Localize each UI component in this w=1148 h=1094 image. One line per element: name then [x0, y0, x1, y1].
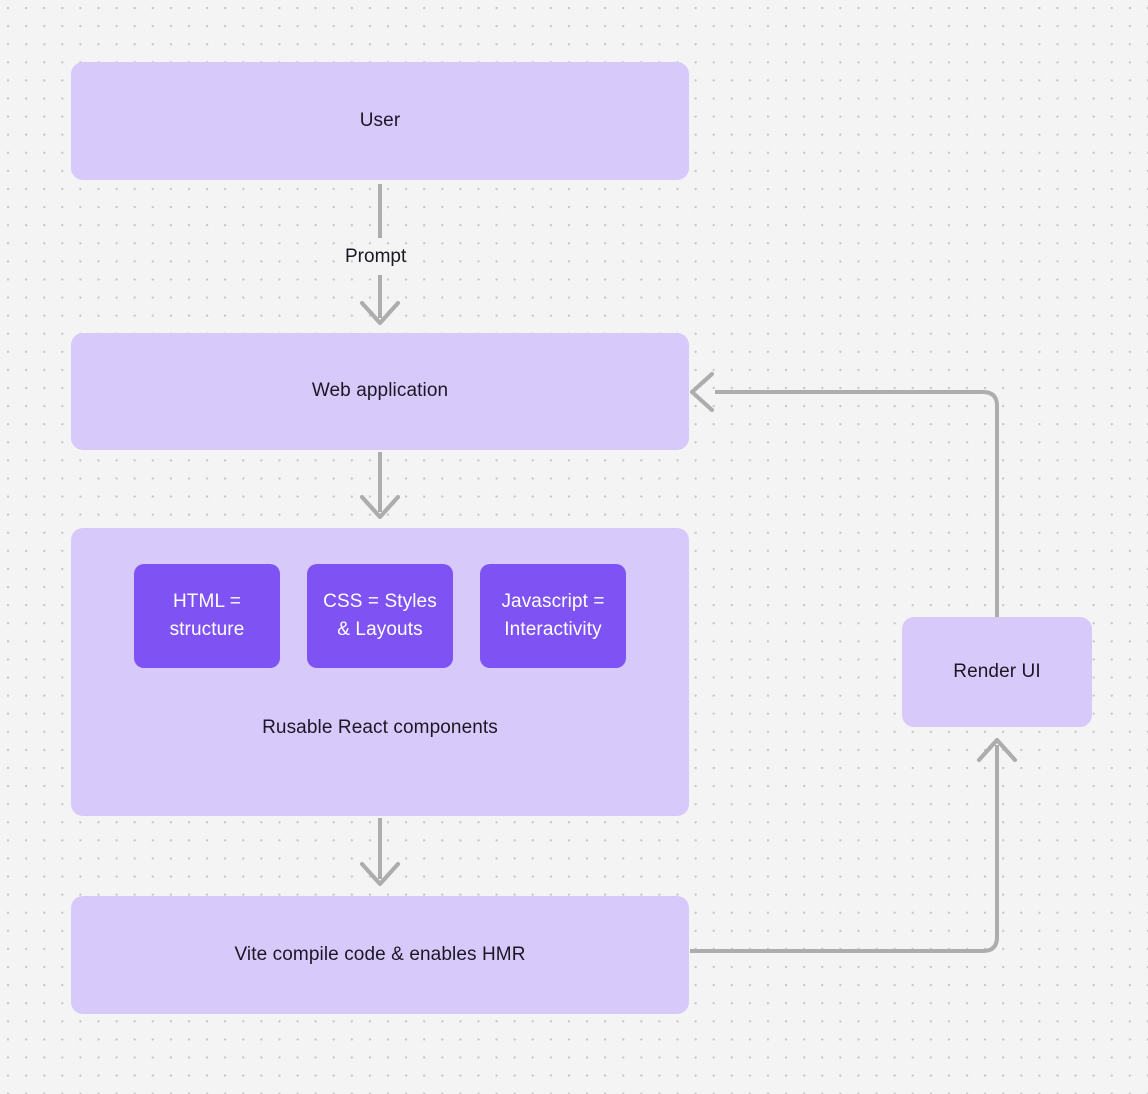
chip-css-line2: & Layouts — [337, 619, 423, 640]
node-react-components-caption: Rusable React components — [262, 717, 498, 738]
edge-vite-to-render — [690, 745, 999, 953]
chip-html-line1: HTML = — [172, 591, 241, 612]
chip-css[interactable]: CSS = Styles & Layouts — [307, 564, 453, 668]
arrowhead-down-components — [359, 494, 401, 520]
arrowhead-down-vite — [359, 861, 401, 887]
chip-css-line1: CSS = Styles — [323, 591, 437, 612]
chip-html-label: HTML = structure — [170, 588, 245, 644]
chip-javascript-line2: Interactivity — [504, 619, 602, 640]
node-vite-label: Vite compile code & enables HMR — [234, 943, 526, 965]
node-user[interactable]: User — [71, 62, 689, 180]
chip-javascript-line1: Javascript = — [501, 591, 605, 612]
arrowhead-down-webapp — [359, 300, 401, 326]
arrowhead-left-webapp — [689, 371, 715, 413]
chip-javascript-label: Javascript = Interactivity — [501, 588, 604, 644]
node-render-ui-label: Render UI — [953, 660, 1041, 682]
node-render-ui[interactable]: Render UI — [902, 617, 1092, 727]
arrowhead-up-render — [976, 737, 1018, 763]
edge-render-to-webapp — [715, 390, 999, 617]
node-web-application-label: Web application — [311, 380, 449, 402]
chips-row: HTML = structure CSS = Styles & Layouts … — [71, 564, 689, 668]
node-user-label: User — [359, 109, 401, 131]
chip-html-line2: structure — [169, 619, 245, 640]
node-vite[interactable]: Vite compile code & enables HMR — [71, 896, 689, 1014]
node-web-application[interactable]: Web application — [71, 333, 689, 450]
chip-css-label: CSS = Styles & Layouts — [323, 588, 437, 644]
node-react-components[interactable]: HTML = structure CSS = Styles & Layouts … — [71, 528, 689, 816]
chip-javascript[interactable]: Javascript = Interactivity — [480, 564, 626, 668]
edge-label-prompt: Prompt — [345, 246, 407, 267]
chip-html[interactable]: HTML = structure — [134, 564, 280, 668]
